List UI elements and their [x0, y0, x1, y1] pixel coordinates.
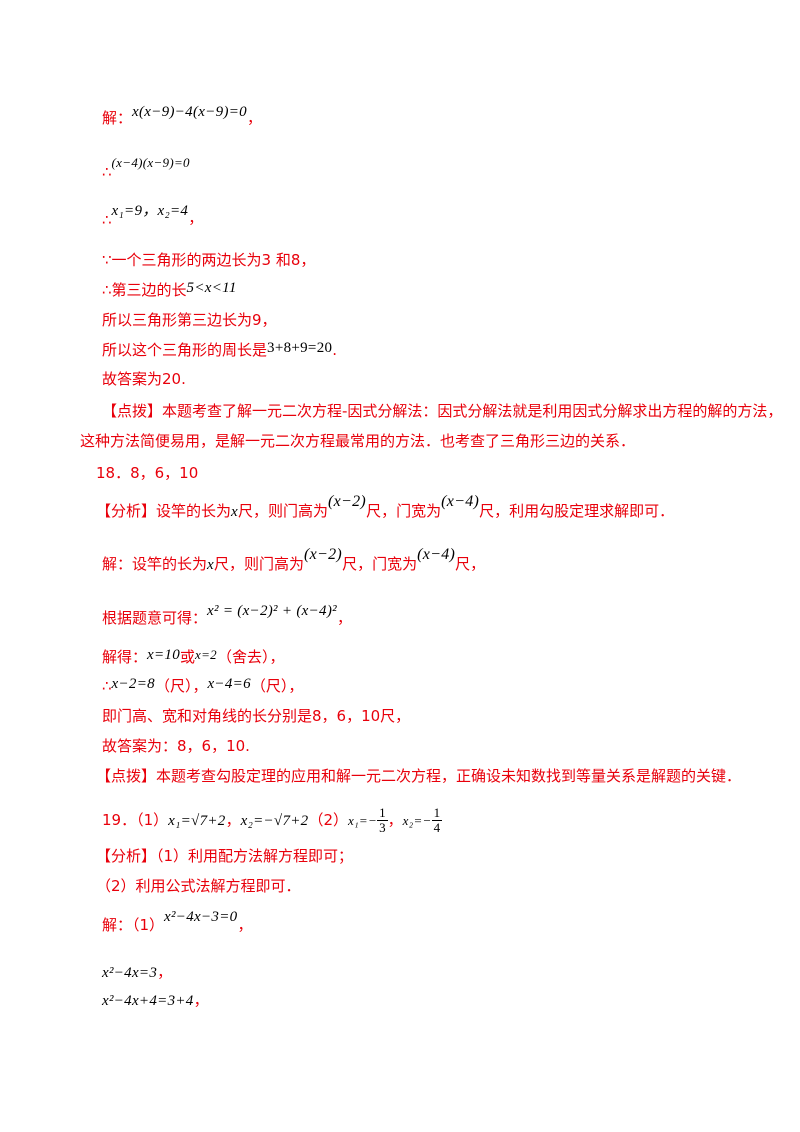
equation-1: x(x−9)−4(x−9)=0 — [132, 104, 247, 120]
punct: ， — [225, 811, 241, 829]
text: 或 — [180, 648, 196, 666]
solution-18-line-4: ∴x−2=8（尺），x−4=6（尺）， — [102, 676, 303, 697]
punct: ， — [237, 916, 253, 934]
text: 尺，门宽为 — [366, 502, 442, 520]
solution-18-line-1: 解：设竿的长为x尺，则门高为(x−2)尺，门宽为(x−4)尺， — [102, 546, 486, 575]
analysis-18: 【分析】设竿的长为x尺，则门高为(x−2)尺，门宽为(x−4)尺，利用勾股定理求… — [96, 493, 675, 522]
punct: ， — [387, 811, 403, 829]
root-2: x=2 — [195, 647, 217, 662]
solution-line-7: 所以这个三角形的周长是3+8+9=20. — [102, 340, 337, 361]
text: 19．（1） — [102, 811, 169, 829]
solution-line-6: 所以三角形第三边长为9， — [102, 311, 277, 329]
text: 尺，则门高为 — [213, 555, 304, 573]
punct: . — [332, 341, 338, 359]
equation-2: (x−4)(x−9)=0 — [111, 155, 190, 170]
expr-x-minus-2: (x−2) — [328, 493, 367, 510]
expr-x-minus-4: (x−4) — [441, 493, 480, 510]
solution-18-line-3: 解得：x=10或x=2（舍去）， — [102, 647, 284, 668]
denominator: 3 — [379, 820, 386, 835]
text: 尺，门宽为 — [342, 555, 418, 573]
equation-step-2: x²−4x+4=3+4 — [102, 993, 194, 1009]
perimeter-equation: 3+8+9=20 — [267, 340, 333, 356]
solution-line-8: 故答案为20. — [102, 370, 186, 388]
punct: ， — [246, 109, 262, 127]
analysis-19-part-1: 【分析】（1）利用配方法解方程即可； — [96, 847, 354, 865]
expr-x-minus-2: (x−2) — [304, 546, 343, 563]
text: （舍去）， — [216, 648, 285, 666]
text: 尺， — [455, 555, 486, 573]
text: 解：设竿的长为 — [102, 555, 208, 573]
text: 尺，则门高为 — [237, 502, 328, 520]
height-value: x−2=8 — [111, 676, 155, 692]
punct: ， — [188, 209, 204, 227]
root-4-prefix: x₂=− — [402, 813, 432, 828]
therefore-symbol: ∴ — [102, 163, 112, 181]
text: 尺，利用勾股定理求解即可． — [479, 502, 675, 520]
root-1: x₁=√7+2 — [168, 813, 226, 829]
solution-19-line-1: 解：（1）x²−4x−3=0， — [102, 909, 253, 936]
inequality: 5<x<11 — [186, 280, 237, 296]
equation-3: x₁=9，x₂=4 — [111, 203, 189, 219]
punct: ， — [193, 991, 209, 1009]
root-2: x₂=−√7+2 — [240, 813, 309, 829]
expr-x-minus-4: (x−4) — [417, 546, 456, 563]
text: 解：（1） — [102, 916, 165, 934]
var-x: x — [231, 504, 238, 520]
solution-line-4: ∵一个三角形的两边长为3 和8， — [102, 251, 316, 269]
var-x: x — [207, 557, 214, 573]
solution-line-5: ∴第三边的长5<x<11 — [102, 280, 237, 301]
tip-line-b: 这种方法简便易用，是解一元二次方程最常用的方法．也考查了三角形三边的关系． — [80, 432, 636, 450]
text: ∴第三边的长 — [102, 281, 187, 299]
root-3-prefix: x₁=− — [348, 813, 378, 828]
equation-19: x²−4x−3=0 — [164, 909, 238, 925]
solution-18-line-6: 故答案为：8，6，10. — [102, 737, 250, 755]
text: （尺）， — [154, 677, 208, 695]
solution-line-2: ∴(x−4)(x−9)=0 — [102, 152, 190, 181]
numerator: 1 — [431, 805, 443, 821]
text: 根据题意可得： — [102, 609, 208, 627]
numerator: 1 — [377, 805, 388, 821]
analysis-19-part-2: （2）利用公式法解方程即可． — [96, 877, 301, 895]
solution-line-3: ∴x₁=9，x₂=4， — [102, 200, 203, 229]
solution-18-line-5: 即门高、宽和对角线的长分别是8，6，10尺， — [102, 707, 411, 725]
equation-step-1: x²−4x=3 — [102, 965, 158, 981]
therefore-symbol: ∴ — [102, 211, 112, 229]
text: （2） — [308, 811, 349, 829]
question-18-answer: 18．8，6，10 — [96, 464, 199, 482]
solution-18-line-2: 根据题意可得：x² = (x−2)² + (x−4)²， — [102, 603, 352, 629]
punct: ， — [157, 963, 173, 981]
solution-line-1: 解：x(x−9)−4(x−9)=0， — [102, 104, 262, 129]
solution-19-line-2: x²−4x=3， — [102, 962, 172, 983]
tip-line-a: 【点拨】本题考查了解一元二次方程-因式分解法：因式分解法就是利用因式分解求出方程… — [102, 402, 783, 420]
text: 解得： — [102, 648, 148, 666]
therefore-symbol: ∴ — [102, 677, 112, 695]
width-value: x−4=6 — [207, 676, 251, 692]
label-jie: 解： — [102, 109, 133, 127]
tip-18: 【点拨】本题考查勾股定理的应用和解一元二次方程，正确设未知数找到等量关系是解题的… — [96, 767, 742, 785]
text: （尺）， — [250, 677, 304, 695]
denominator: 4 — [433, 820, 441, 835]
solution-19-line-3: x²−4x+4=3+4， — [102, 990, 209, 1011]
text: 所以这个三角形的周长是 — [102, 341, 268, 359]
punct: ， — [336, 609, 352, 627]
text: 【分析】设竿的长为 — [96, 502, 232, 520]
pythagorean-equation: x² = (x−2)² + (x−4)² — [207, 603, 337, 619]
root-10: x=10 — [147, 647, 180, 663]
